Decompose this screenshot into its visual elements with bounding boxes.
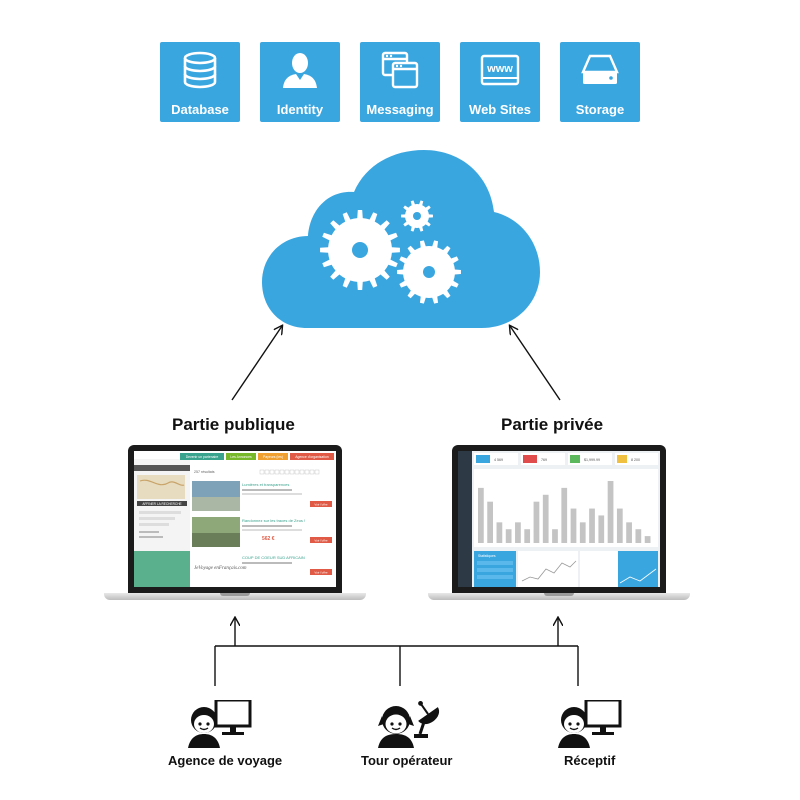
dashboard-bar — [626, 522, 632, 543]
sidebar-refine-button: AFFINER LA RECHERCHE — [142, 502, 181, 506]
public-tab-0 — [180, 453, 224, 460]
identity-icon — [283, 53, 317, 88]
listing-title-0: Lumières et transparences — [242, 482, 289, 487]
public-screen: AFFINER LA RECHERCHE Devenir un partenai… — [134, 451, 336, 587]
listing-title-1: Randonnez sur les traces de Zeus ! — [242, 518, 305, 523]
tour-operator-satellite-icon — [378, 700, 440, 748]
arrow-public-to-cloud — [231, 326, 282, 401]
result-count: 257 résultats — [194, 470, 215, 474]
public-laptop: AFFINER LA RECHERCHE Devenir un partenai… — [104, 445, 366, 600]
dashboard-bars — [478, 481, 651, 543]
private-screen-content: 4 569 769 $1,999.99 8 200 Statistiques — [458, 451, 660, 587]
www-text: www — [486, 63, 513, 75]
service-tile-messaging: Messaging — [360, 42, 440, 122]
services-row: Database Identity Messaging — [160, 42, 640, 122]
stat-value-0: 4 569 — [494, 458, 503, 462]
service-tile-storage: Storage — [560, 42, 640, 122]
dashboard-bar — [478, 487, 484, 543]
stat-value-1: 769 — [541, 458, 547, 462]
dashboard-bar — [561, 487, 568, 543]
dashboard-bar — [505, 529, 512, 543]
panel-title: Statistiques — [478, 554, 496, 558]
dashboard-bar — [607, 481, 614, 543]
service-tile-identity: Identity — [260, 42, 340, 122]
dashboard-bar — [533, 501, 540, 543]
public-tab-3 — [290, 453, 334, 460]
dashboard-bar — [496, 522, 503, 543]
arrow-private-to-cloud — [510, 326, 561, 401]
stat-value-3: 8 200 — [631, 458, 640, 462]
private-laptop-notch — [544, 593, 574, 596]
listing-button-0: Voir l'offre — [314, 503, 328, 507]
listing-price-1: 562 € — [262, 536, 275, 542]
public-tab-3-label: Agence d'organisation — [295, 455, 329, 459]
public-section-title: Partie publique — [172, 415, 295, 434]
service-label-messaging: Messaging — [366, 102, 434, 117]
dashboard-bar — [542, 494, 549, 543]
listing-button-2: Voir l'offre — [314, 571, 328, 575]
dashboard-bar — [515, 522, 521, 543]
service-tile-web-sites: www Web Sites — [460, 42, 540, 122]
user-label-travel-agent: Agence de voyage — [168, 753, 283, 768]
gear-hole-0 — [352, 242, 368, 258]
cloud-gears-icon — [262, 150, 540, 328]
service-tile-database: Database — [160, 42, 240, 122]
public-tab-2 — [258, 453, 288, 460]
dashboard-bar — [598, 515, 605, 543]
travel-agent-computer-icon — [188, 700, 252, 748]
service-label-database: Database — [171, 102, 229, 117]
storage-icon — [581, 54, 619, 84]
public-tab-0-label: Devenir un partenaire — [186, 455, 219, 459]
service-label-web-sites: Web Sites — [469, 102, 531, 117]
dashboard-bar — [524, 529, 531, 543]
messaging-icon — [381, 51, 419, 89]
gear-hole-1 — [423, 266, 435, 278]
stat-value-2: $1,999.99 — [584, 458, 600, 462]
user-label-tour-operator: Tour opérateur — [361, 753, 453, 768]
database-icon — [183, 51, 217, 89]
public-laptop-notch — [220, 593, 250, 596]
private-laptop-base — [428, 593, 690, 600]
listing-title-2: COUP DE COEUR SUD AFRICAIN — [242, 555, 305, 560]
receptive-agent-computer-icon — [558, 700, 622, 748]
public-laptop-frame: AFFINER LA RECHERCHE Devenir un partenai… — [128, 445, 342, 593]
dashboard-bar — [552, 529, 558, 543]
public-screen-content: AFFINER LA RECHERCHE Devenir un partenai… — [134, 451, 336, 587]
dashboard-bar — [589, 508, 595, 543]
dashboard-bar — [635, 529, 642, 543]
site-logo-text: JeVoyage enFrançais.com — [194, 566, 247, 571]
public-tab-1-label: Les Annonces — [230, 455, 252, 459]
service-label-storage: Storage — [575, 102, 625, 117]
private-laptop-frame: 4 569 769 $1,999.99 8 200 Statistiques — [452, 445, 666, 593]
dashboard-bar — [616, 508, 623, 543]
cloud-shape — [262, 150, 540, 328]
private-laptop: 4 569 769 $1,999.99 8 200 Statistiques — [428, 445, 690, 600]
dashboard-bar — [570, 508, 577, 543]
gear-hole-2 — [413, 212, 421, 220]
user-label-receptive: Réceptif — [564, 753, 616, 768]
dashboard-bar — [487, 501, 493, 543]
gears — [320, 200, 461, 304]
public-tab-1 — [226, 453, 256, 460]
public-tab-2-label: Payeurs (ies) — [263, 455, 283, 459]
private-screen: 4 569 769 $1,999.99 8 200 Statistiques — [458, 451, 660, 587]
service-label-identity: Identity — [276, 102, 324, 117]
private-section-title: Partie privée — [501, 415, 604, 434]
dashboard-bar — [644, 536, 651, 543]
listing-button-1: Voir l'offre — [314, 539, 328, 543]
web-sites-icon: www — [480, 54, 520, 86]
dashboard-bar — [579, 522, 586, 543]
public-laptop-base — [104, 593, 366, 600]
